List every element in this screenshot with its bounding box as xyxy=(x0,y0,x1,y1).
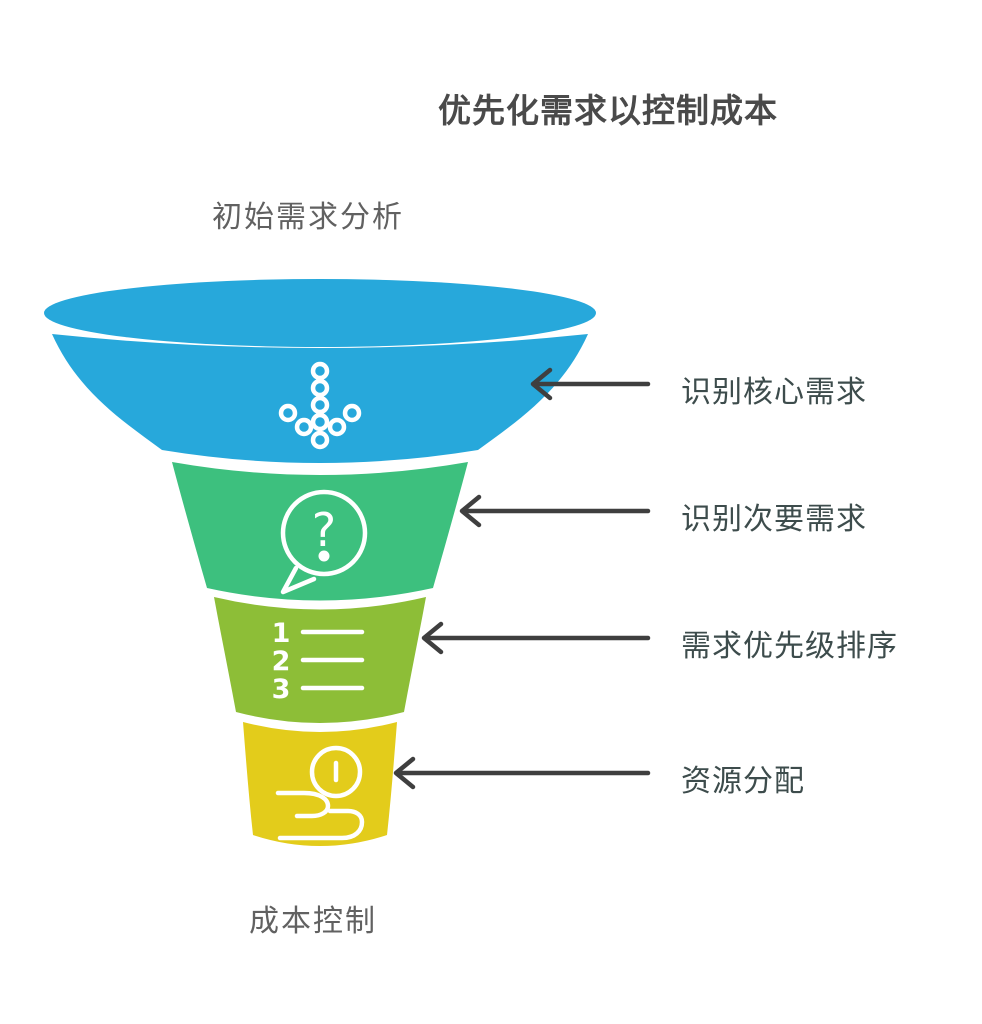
arrow-to-stage-resources xyxy=(393,756,651,790)
arrow-to-stage-secondary xyxy=(459,494,651,528)
list-number-3: 3 xyxy=(272,674,291,705)
question-bubble-icon: ? xyxy=(280,489,368,595)
arrows xyxy=(393,367,651,790)
stage-label-priority-ordering: 需求优先级排序 xyxy=(681,629,898,664)
stage-label-resource-allocation: 资源分配 xyxy=(681,764,805,799)
funnel-bottom-label: 成本控制 xyxy=(249,904,377,939)
stage-label-core-requirements: 识别核心需求 xyxy=(681,375,867,410)
funnel-rim-ellipse xyxy=(44,279,596,347)
list-number-1: 1 xyxy=(272,618,291,649)
question-mark-glyph: ? xyxy=(312,503,336,557)
stage-label-secondary-requirements: 识别次要需求 xyxy=(681,502,867,537)
funnel-stage-secondary xyxy=(172,462,468,601)
list-number-2: 2 xyxy=(272,646,291,677)
hand-coin-icon xyxy=(275,745,365,841)
arrow-to-stage-priority xyxy=(421,621,651,655)
funnel-top-label: 初始需求分析 xyxy=(212,200,404,235)
numbered-list-icon: 1 2 3 xyxy=(272,618,365,705)
page-title: 优先化需求以控制成本 xyxy=(438,91,778,130)
funnel-stage-resources xyxy=(243,722,397,846)
arrow-to-stage-core xyxy=(530,367,651,401)
dots-arrow-down-icon xyxy=(278,361,362,450)
